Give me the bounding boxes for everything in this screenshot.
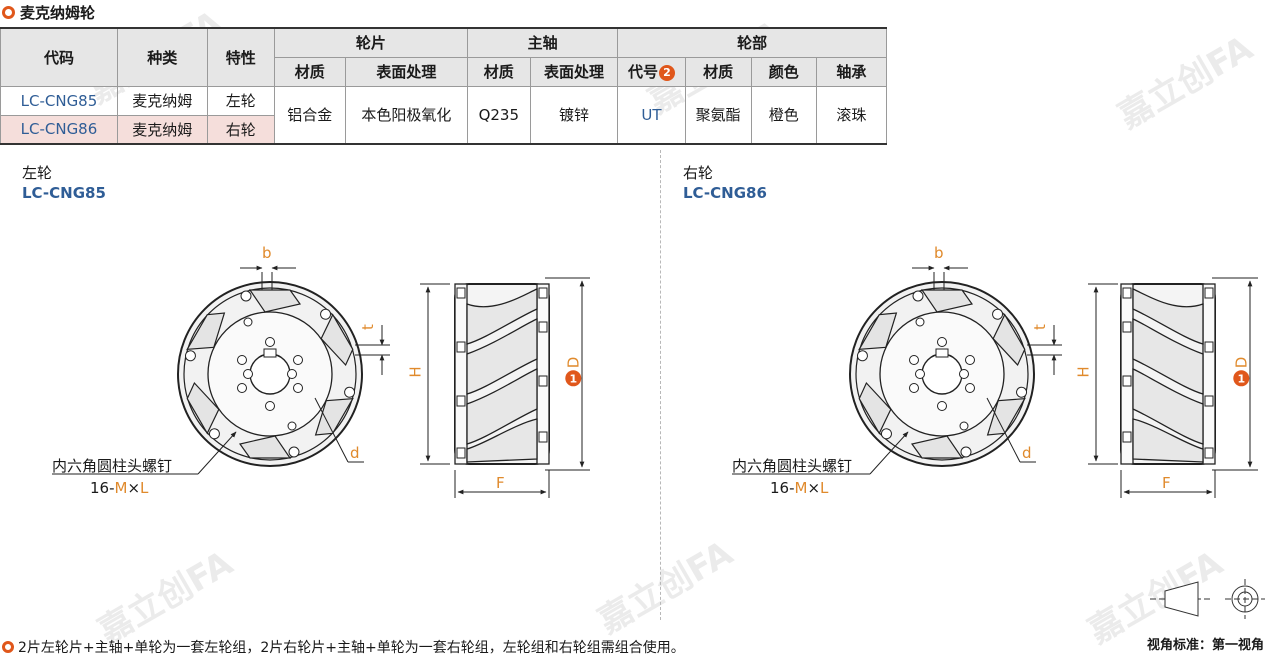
dim-h-left: H [406,366,425,378]
cell-wh-bearing: 滚珠 [815,85,888,145]
left-front-view [177,281,363,467]
cell-wh-code: UT [617,85,686,145]
subheader-sh-material: 材质 [466,56,531,87]
title-circle-icon [2,5,15,19]
note-circle-icon [2,641,14,653]
screw-spec-l: L [820,479,829,497]
subheader-wh-bearing: 轴承 [815,56,888,87]
dim-f-right: F [1162,474,1171,492]
cell-sh-material: Q235 [466,85,531,145]
subheader-wh-color: 颜色 [750,56,817,87]
subheader-wp-material: 材质 [273,56,346,87]
cell-wp-material: 铝合金 [273,85,346,145]
dim-d-big-right: 1 D [1232,357,1250,388]
screw-spec-m: M [794,479,808,497]
screw-spec-l: L [140,479,149,497]
dim-f-left: F [496,474,505,492]
screw-spec-left: 16-M×L [90,479,148,497]
page-title: 麦克纳姆轮 [2,2,95,22]
screw-spec-x: × [127,479,141,497]
right-wheel-code: LC-CNG86 [683,184,767,202]
table-row: LC-CNG86 麦克纳姆 右轮 [0,114,887,145]
page-title-text: 麦克纳姆轮 [20,3,96,22]
header-wheel: 轮部 [617,27,887,58]
left-wheel-code: LC-CNG85 [22,184,106,202]
dim-D-text: D [1232,356,1251,369]
view-standard: 视角标准：第一视角 [1147,638,1265,653]
row-property: 左轮 [206,85,275,116]
badge-1-icon: 1 [1233,370,1250,387]
first-angle-projection-icon [1150,579,1265,619]
dim-d-big-left: 1 D [564,357,582,388]
screw-spec-prefix: 16- [90,479,115,497]
row-type: 麦克纳姆 [116,114,208,145]
header-property: 特性 [206,27,275,87]
divider [660,150,661,620]
badge-2-icon: 2 [658,64,675,81]
cell-wh-material: 聚氨酯 [684,85,752,145]
right-dimension-lines [732,265,1258,498]
screw-spec-prefix: 16- [770,479,795,497]
left-side-view [454,283,550,465]
dim-b-left: b [262,244,272,262]
right-front-view [849,281,1035,467]
subheader-wp-surface: 表面处理 [344,56,468,87]
header-shaft: 主轴 [466,27,619,58]
dim-D-text: D [564,356,583,369]
left-wheel-label: 左轮 [22,164,53,182]
cell-wh-color: 橙色 [750,85,817,145]
screw-spec-x: × [807,479,821,497]
header-code: 代码 [0,27,118,87]
dim-d-right: d [1022,444,1032,462]
footer-note-text: 2片左轮片+主轴+单轮为一套左轮组，2片右轮片+主轴+单轮为一套右轮组，左轮组和… [18,640,685,656]
dim-t-right: t [1030,324,1049,330]
screw-spec-right: 16-M×L [770,479,828,497]
screw-label-right: 内六角圆柱头螺钉 [732,457,853,475]
dim-b-right: b [934,244,944,262]
screw-label-left: 内六角圆柱头螺钉 [52,457,173,475]
row-property: 右轮 [206,114,275,145]
header-wheel-piece: 轮片 [273,27,468,58]
table-row: LC-CNG85 麦克纳姆 左轮 铝合金 本色阳极氧化 Q235 镀锌 UT 聚… [0,85,888,145]
screw-spec-m: M [114,479,128,497]
dim-d-left: d [350,444,360,462]
subheader-wh-code-text: 代号 [627,63,658,81]
row-code: LC-CNG86 [0,114,118,145]
right-wheel-label: 右轮 [683,164,714,182]
footer-note: 2片左轮片+主轴+单轮为一套左轮组，2片右轮片+主轴+单轮为一套右轮组，左轮组和… [2,637,685,657]
dim-t-left: t [358,324,377,330]
cell-wp-surface: 本色阳极氧化 [344,85,468,145]
right-side-view [1120,283,1216,465]
left-dimension-lines [52,265,590,498]
badge-1-icon: 1 [565,370,582,387]
dim-h-right: H [1074,366,1093,378]
subheader-sh-surface: 表面处理 [529,56,619,87]
